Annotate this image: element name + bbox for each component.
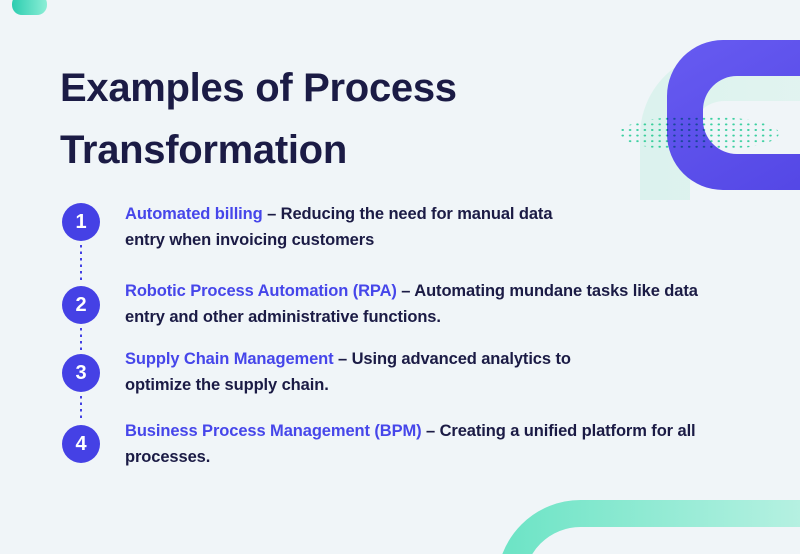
item-1-line-2: entry when invoicing customers bbox=[125, 231, 375, 249]
corner-decoration-top-right bbox=[640, 40, 800, 200]
list-item-4: Business Process Management (BPM) – Crea… bbox=[125, 418, 800, 470]
purple-ring-shape bbox=[667, 40, 800, 190]
item-number-3: 3 bbox=[75, 361, 87, 384]
corner-decoration-bottom-right bbox=[502, 500, 800, 554]
item-number-circle-1: 1 bbox=[62, 203, 100, 241]
list-item-3: Supply Chain Management – Using advanced… bbox=[125, 346, 800, 398]
item-4-line-1: Business Process Management (BPM) – Crea… bbox=[125, 418, 800, 444]
item-4-description-1: – Creating a unified platform for all bbox=[421, 422, 696, 440]
top-left-accent-bar bbox=[12, 0, 47, 15]
dotted-connector-2 bbox=[79, 328, 82, 350]
teal-dot-pattern bbox=[619, 116, 779, 151]
item-number-4: 4 bbox=[75, 432, 87, 455]
item-number-circle-2: 2 bbox=[62, 286, 100, 324]
page-title-line-1: Examples of Process bbox=[60, 66, 457, 110]
teal-arc-shape bbox=[502, 500, 800, 554]
item-3-line-2: optimize the supply chain. bbox=[125, 376, 329, 394]
item-3-description-1: – Using advanced analytics to bbox=[333, 350, 571, 368]
page-title: Examples of Process Transformation bbox=[60, 57, 457, 181]
item-2-line-2: entry and other administrative functions… bbox=[125, 308, 441, 326]
item-number-1: 1 bbox=[75, 210, 87, 233]
item-2-heading: Robotic Process Automation (RPA) bbox=[125, 282, 397, 300]
dotted-connector-3 bbox=[79, 396, 82, 421]
page-title-line-2: Transformation bbox=[60, 128, 347, 172]
item-number-2: 2 bbox=[75, 293, 87, 316]
item-1-heading: Automated billing bbox=[125, 205, 263, 223]
item-2-description-1: – Automating mundane tasks like data bbox=[396, 282, 698, 300]
list-item-1: Automated billing – Reducing the need fo… bbox=[125, 201, 597, 253]
dotted-connector-1 bbox=[79, 245, 82, 282]
item-number-circle-4: 4 bbox=[62, 425, 100, 463]
item-1-description-1: – Reducing the need for manual data bbox=[262, 205, 553, 223]
list-item-2: Robotic Process Automation (RPA) – Autom… bbox=[125, 278, 800, 330]
item-number-circle-3: 3 bbox=[62, 354, 100, 392]
item-2-line-1: Robotic Process Automation (RPA) – Autom… bbox=[125, 278, 800, 304]
item-4-heading: Business Process Management (BPM) bbox=[125, 422, 422, 440]
item-4-line-2: processes. bbox=[125, 448, 211, 466]
item-3-line-1: Supply Chain Management – Using advanced… bbox=[125, 346, 800, 372]
item-3-heading: Supply Chain Management bbox=[125, 350, 334, 368]
item-1-line-1: Automated billing – Reducing the need fo… bbox=[125, 201, 597, 227]
